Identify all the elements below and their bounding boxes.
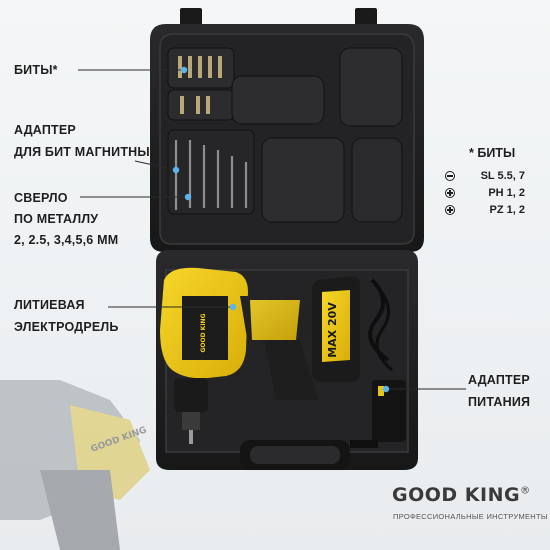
power-adapter	[350, 380, 406, 448]
case-top	[150, 8, 424, 252]
brand-slogan: ПРОФЕССИОНАЛЬНЫЕ ИНСТРУМЕНТЫ	[393, 512, 548, 521]
legend-row-sl: SL 5.5, 7	[445, 170, 525, 182]
legend-row-pz: PZ 1, 2	[445, 204, 525, 216]
legend-title: * БИТЫ	[469, 146, 516, 160]
pointer-dots	[172, 66, 390, 393]
plus-circle-icon	[445, 205, 455, 215]
bit-adapter-label: АДАПТЕР ДЛЯ БИТ МАГНИТНЫЙ	[14, 123, 160, 159]
cordless-drill: GOOD KING	[160, 267, 318, 444]
brand-logo: GOOD KING®	[392, 484, 531, 506]
drill-bits-label: СВЕРЛО ПО МЕТАЛЛУ 2, 2.5, 3,4,5,6 ММ	[14, 191, 119, 247]
svg-text:GOOD KING: GOOD KING	[200, 313, 207, 352]
bits-label: БИТЫ*	[14, 63, 58, 77]
battery-pack: MAX 20V	[312, 276, 360, 382]
legend-row-ph: PH 1, 2	[445, 187, 525, 199]
case-bottom: GOOD KING MAX 20V	[156, 250, 418, 470]
charger-label: АДАПТЕР ПИТАНИЯ	[468, 373, 531, 409]
background-drill: GOOD KING	[0, 375, 150, 550]
svg-text:MAX 20V: MAX 20V	[326, 302, 339, 358]
drill-label: ЛИТИЕВАЯ ЭЛЕКТРОДРЕЛЬ	[14, 298, 119, 334]
plus-circle-icon	[445, 188, 455, 198]
minus-circle-icon	[445, 171, 455, 181]
